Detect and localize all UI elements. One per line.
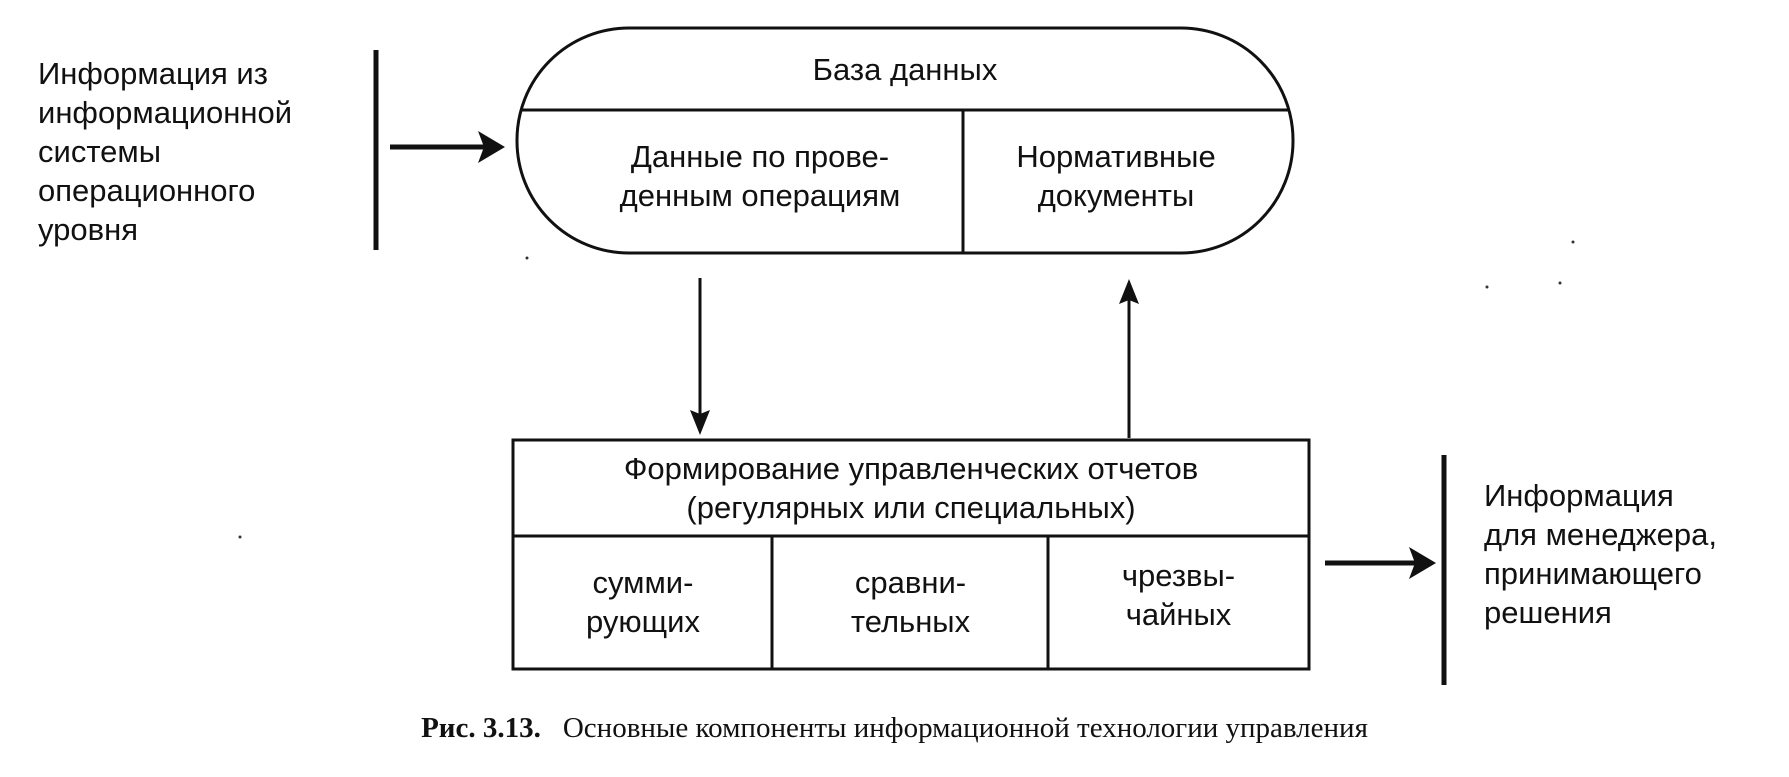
reports-title-line: Формирование управленческих отчетов [623, 451, 1199, 486]
figure-caption-text: Основные компоненты информационной техно… [562, 712, 1368, 744]
scan-speck [525, 256, 529, 260]
database-right-line: документы [1037, 178, 1195, 213]
reports-title: Формирование управленческих отчетов (рег… [515, 449, 1307, 527]
output-arrow [1325, 547, 1436, 579]
input-info-line: системы [38, 134, 162, 169]
report-cell-line: сравни- [854, 565, 967, 600]
input-info-line: Информация из [38, 56, 268, 91]
input-arrow [390, 131, 505, 163]
report-cell-line: чайных [1125, 597, 1232, 632]
scan-speck [1558, 281, 1562, 285]
output-info-line: Информация [1484, 478, 1674, 513]
report-cell-line: тельных [850, 604, 971, 639]
output-info-line: принимающего [1484, 556, 1702, 591]
figure-number: Рис. 3.13. [421, 712, 541, 744]
figure-caption: Рис. 3.13. Основные компоненты информацио… [0, 712, 1789, 745]
reports-exceptional-cell: чрезвы- чайных [1050, 556, 1307, 634]
database-left-line: денным операциям [619, 178, 901, 213]
down-arrow [690, 278, 710, 435]
report-cell-line: сумми- [592, 565, 694, 600]
database-shape [515, 26, 1295, 255]
scan-speck [1571, 240, 1575, 244]
reports-summary-cell: сумми- рующих [515, 563, 771, 641]
input-info-line: уровня [38, 212, 139, 247]
input-info-line: информационной [38, 95, 293, 130]
output-information-label: Информация для менеджера, принимающего р… [1484, 476, 1717, 632]
output-info-line: решения [1484, 595, 1612, 630]
scan-speck [238, 535, 242, 539]
input-information-label: Информация из информационной системы опе… [38, 54, 292, 249]
database-left-line: Данные по прове- [630, 139, 890, 174]
reports-title-line: (регулярных или специальных) [686, 490, 1136, 525]
database-normative-docs: Нормативные документы [966, 137, 1266, 215]
reports-comparative-cell: сравни- тельных [774, 563, 1047, 641]
input-info-line: операционного [38, 173, 256, 208]
report-cell-line: рующих [586, 604, 700, 639]
report-cell-line: чрезвы- [1121, 558, 1236, 593]
output-info-line: для менеджера, [1484, 517, 1717, 552]
reports-box [511, 438, 1311, 671]
up-arrow [1119, 279, 1139, 438]
scan-speck [1485, 285, 1489, 289]
database-operations-data: Данные по прове- денным операциям [560, 137, 960, 215]
database-title: База данных [812, 52, 998, 87]
database-right-line: Нормативные [1016, 139, 1216, 174]
